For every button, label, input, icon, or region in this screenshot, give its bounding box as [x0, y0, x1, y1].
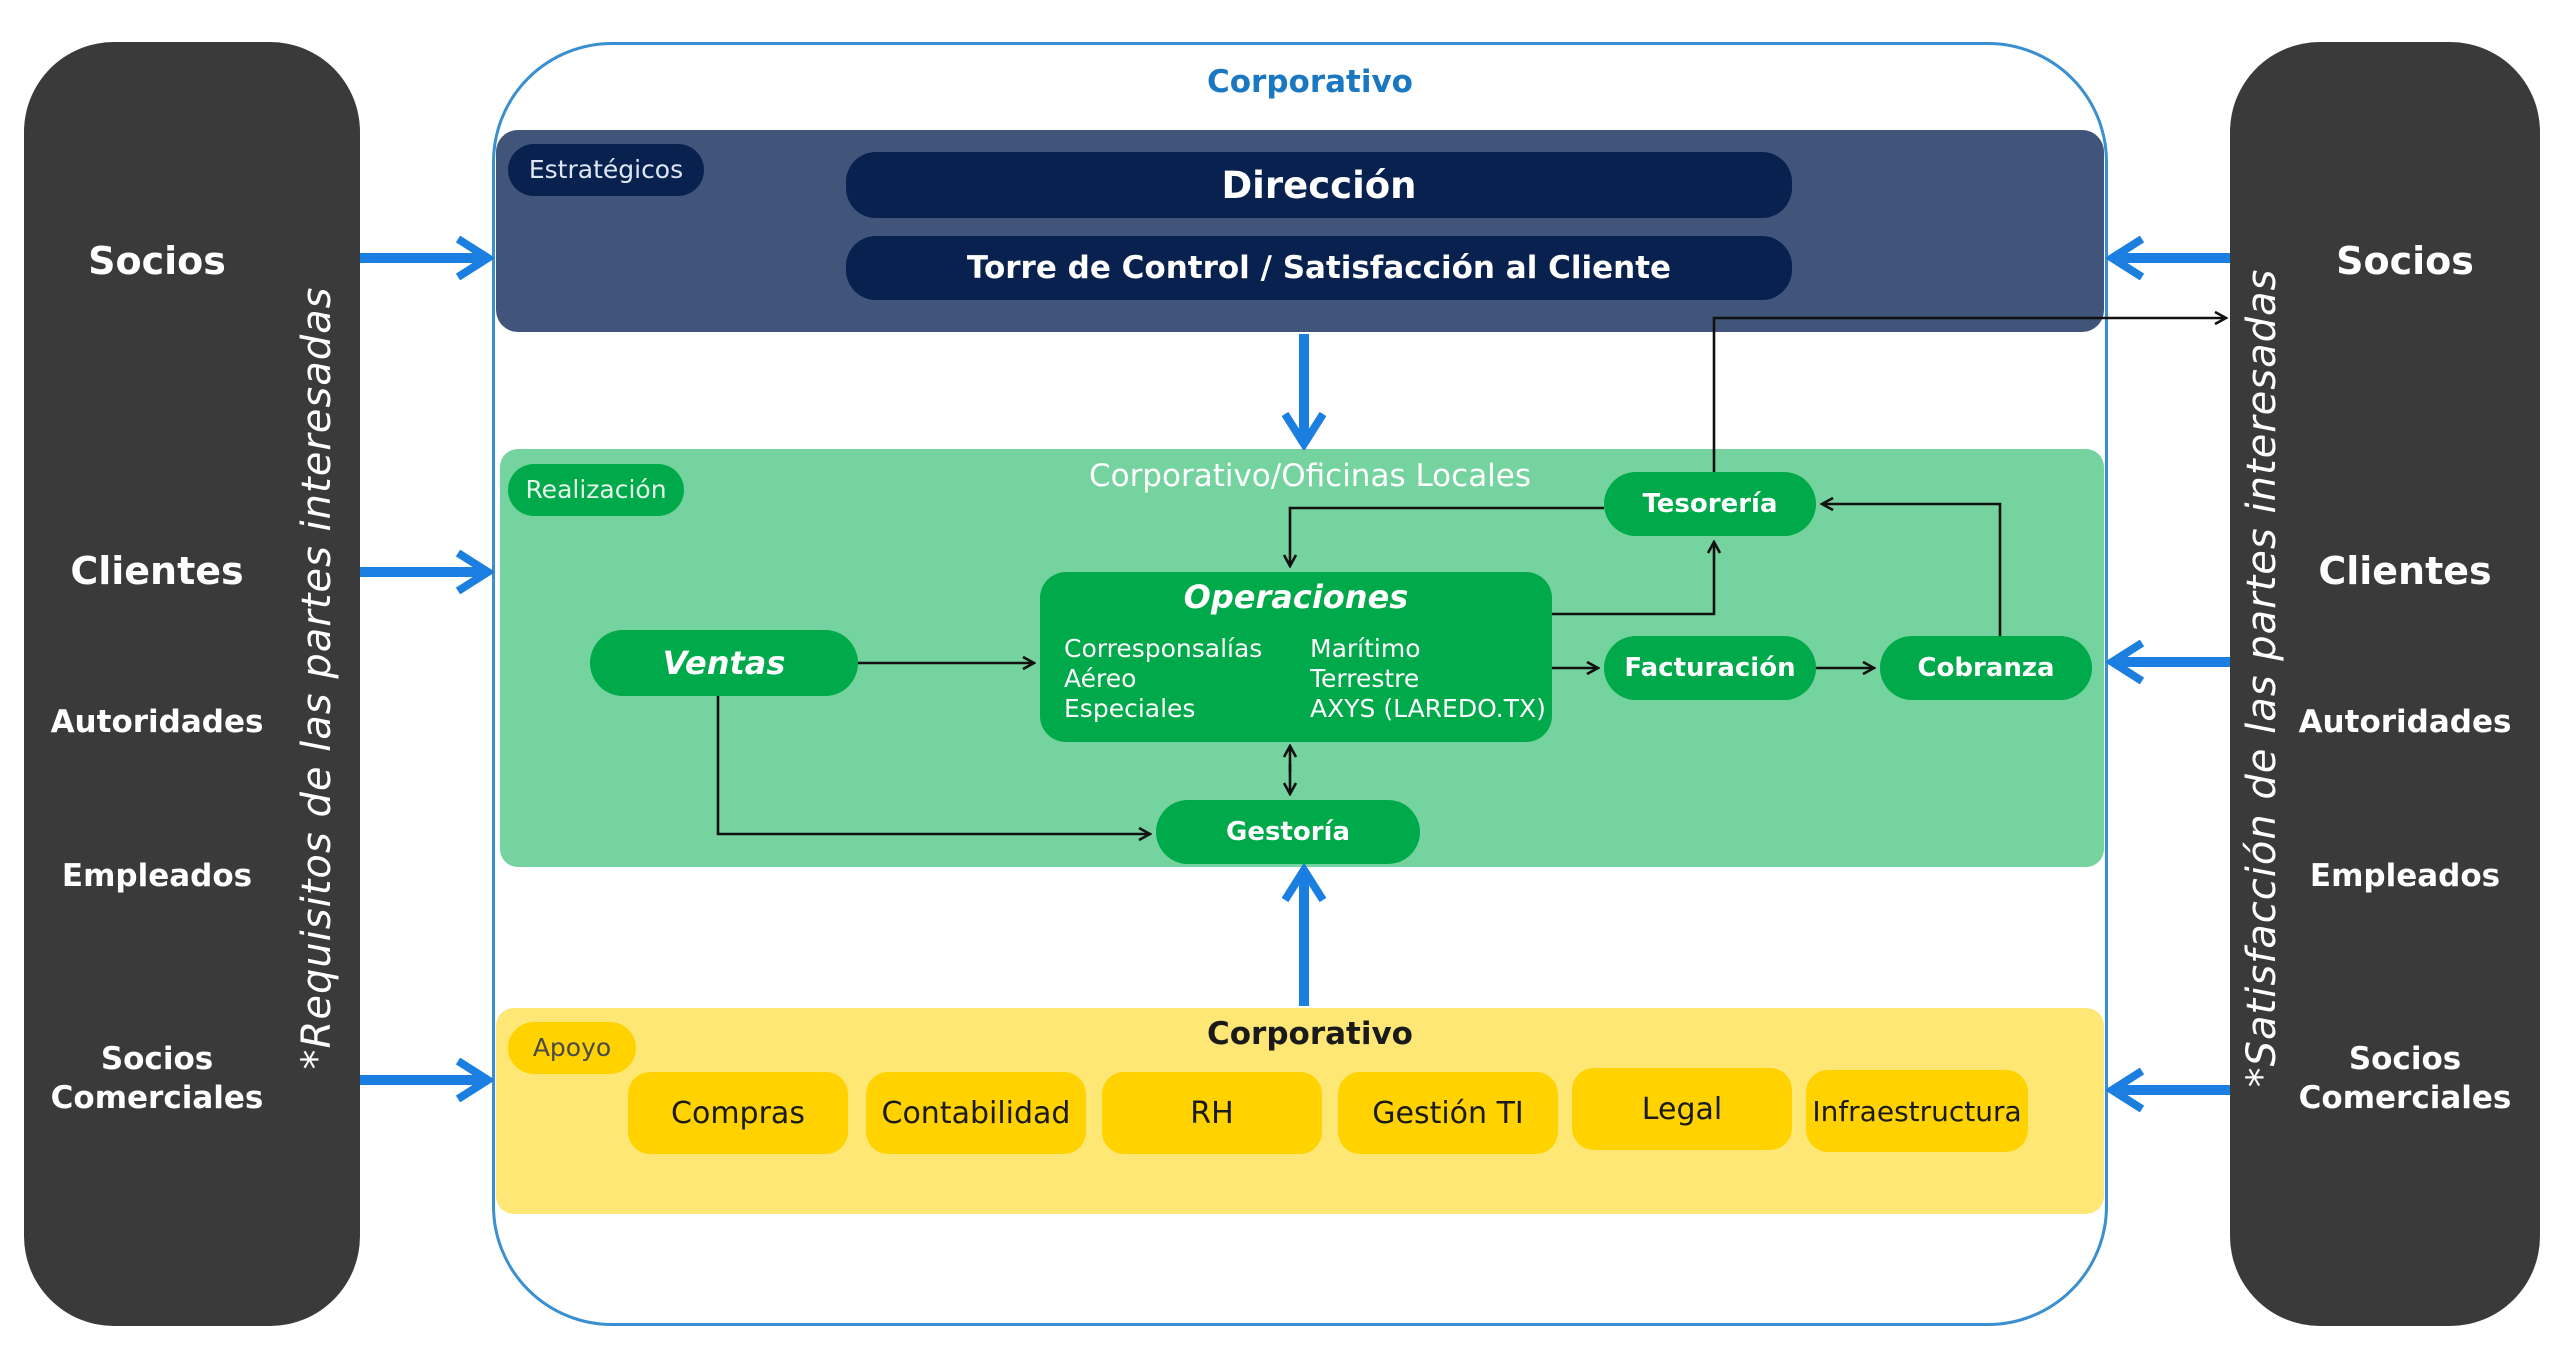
strategic-tag: Estratégicos: [508, 144, 704, 196]
left-stakeholders-panel: [24, 42, 360, 1326]
left-item-autoridades: Autoridades: [50, 704, 264, 740]
treasury-to-operations-arrow: [1290, 506, 1604, 566]
realization-title: Corporativo/Oficinas Locales: [1088, 458, 1532, 494]
right-stakeholders-panel: [2230, 42, 2540, 1326]
left-item-clientes: Clientes: [70, 549, 244, 593]
support-item-compras: Compras: [628, 1072, 848, 1154]
billing-label: Facturación: [1624, 653, 1796, 683]
sales-label: Ventas: [662, 644, 786, 682]
support-item-rh: RH: [1102, 1072, 1322, 1154]
operations-item-especiales: Especiales: [1064, 694, 1196, 723]
realization-tag: Realización: [508, 464, 684, 516]
billing-box: Facturación: [1604, 636, 1816, 700]
main-title: Corporativo: [1207, 64, 1413, 100]
support-item-rh-label: RH: [1190, 1095, 1234, 1131]
collection-box: Cobranza: [1880, 636, 2092, 700]
treasury-label: Tesorería: [1642, 489, 1778, 519]
support-item-contabilidad-label: Contabilidad: [881, 1095, 1071, 1131]
collection-to-treasury-arrow: [1822, 504, 2002, 636]
support-item-gestion-ti: Gestión TI: [1338, 1072, 1558, 1154]
operations-to-treasury-arrow: [1552, 542, 1714, 616]
control-tower-label: Torre de Control / Satisfacción al Clien…: [966, 250, 1672, 286]
left-item-socios-comerciales: Socios Comerciales: [50, 1041, 264, 1116]
customs-box: Gestoría: [1156, 800, 1420, 864]
treasury-box: Tesorería: [1604, 472, 1816, 536]
support-item-legal: Legal: [1572, 1068, 1792, 1150]
support-item-infraestructura-label: Infraestructura: [1812, 1094, 2022, 1128]
sales-box: Ventas: [590, 630, 858, 696]
support-tag: Apoyo: [508, 1022, 636, 1074]
control-tower-box: Torre de Control / Satisfacción al Clien…: [846, 236, 1792, 300]
right-item-socios-comerciales: Socios Comerciales: [2298, 1041, 2512, 1116]
right-item-socios: Socios: [2336, 239, 2474, 283]
support-title: Corporativo: [1207, 1016, 1413, 1052]
sales-to-customs-arrow: [716, 696, 1150, 834]
collection-label: Cobranza: [1917, 653, 2055, 683]
direction-box: Dirección: [846, 152, 1792, 218]
support-item-contabilidad: Contabilidad: [866, 1072, 1086, 1154]
right-item-autoridades: Autoridades: [2298, 704, 2512, 740]
operations-title: Operaciones: [1183, 578, 1409, 616]
left-item-empleados: Empleados: [61, 858, 253, 894]
treasury-to-right-panel-arrow: [1712, 318, 2226, 472]
support-item-compras-label: Compras: [671, 1095, 805, 1131]
right-item-empleados: Empleados: [2309, 858, 2501, 894]
operations-item-corresponsalias: Corresponsalías: [1064, 634, 1263, 663]
support-item-infraestructura: Infraestructura: [1806, 1070, 2028, 1152]
operations-item-aereo: Aéreo: [1064, 664, 1137, 693]
support-item-legal-label: Legal: [1641, 1091, 1723, 1127]
operations-item-terrestre: Terrestre: [1310, 664, 1420, 693]
direction-label: Dirección: [1221, 163, 1417, 207]
operations-box: Operaciones Corresponsalías Aéreo Especi…: [1040, 572, 1552, 742]
operations-item-axys: AXYS (LAREDO.TX): [1310, 694, 1546, 723]
support-item-gestion-ti-label: Gestión TI: [1372, 1095, 1524, 1131]
left-item-socios: Socios: [88, 239, 226, 283]
customs-label: Gestoría: [1225, 817, 1351, 847]
right-item-clientes: Clientes: [2318, 549, 2492, 593]
operations-item-maritimo: Marítimo: [1310, 634, 1421, 663]
